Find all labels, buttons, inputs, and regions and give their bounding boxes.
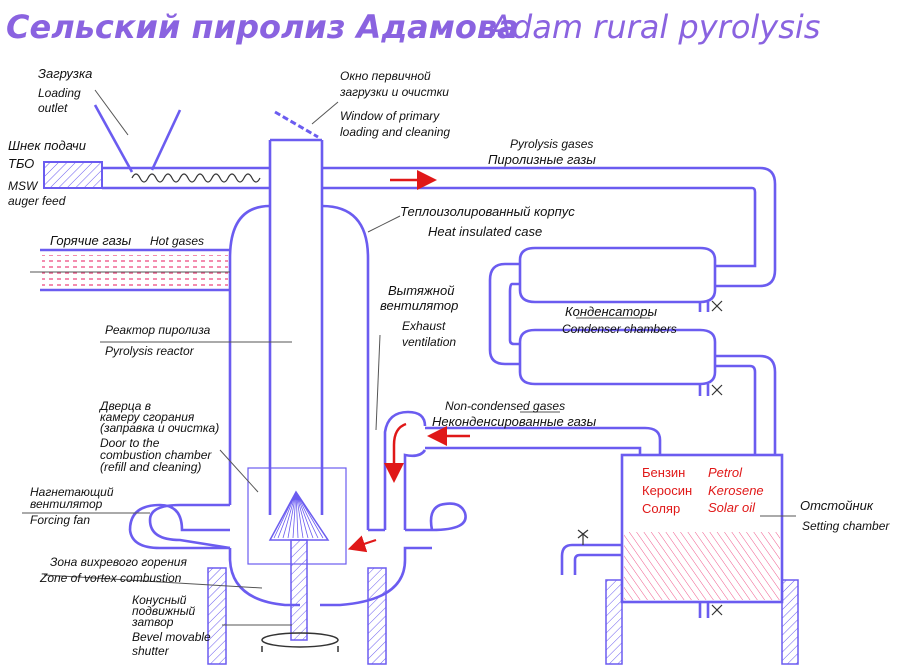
label-loading-en-1: Loading bbox=[38, 86, 81, 100]
label-loading-ru: Загрузка bbox=[38, 66, 92, 81]
hot-gases-duct bbox=[40, 248, 230, 292]
insulated-case bbox=[228, 204, 370, 530]
label-gases-ru: Пиролизные газы bbox=[488, 152, 596, 167]
label-loading-en-2: outlet bbox=[38, 101, 68, 115]
label-shutter-en-1: Bevel movable bbox=[132, 630, 211, 644]
label-door-ru-2: камеру сгорания bbox=[100, 410, 195, 424]
label-window-ru-2: загрузки и очистки bbox=[339, 85, 449, 99]
label-door-en-3: (refill and cleaning) bbox=[100, 460, 201, 474]
combustion-base bbox=[148, 502, 467, 607]
label-window-ru-1: Окно первичной bbox=[340, 69, 431, 83]
label-settling-ru: Отстойник bbox=[800, 498, 874, 513]
settling-chamber bbox=[560, 453, 799, 665]
leader-lines bbox=[22, 89, 796, 626]
noncondensed-pipe bbox=[425, 426, 662, 455]
condenser-lower bbox=[518, 328, 717, 386]
label-product-ru-2: Керосин bbox=[642, 483, 692, 498]
label-shutter-en-2: shutter bbox=[132, 644, 170, 658]
label-exhaust-en-2: ventilation bbox=[402, 335, 456, 349]
label-vortex-ru: Зона вихревого горения bbox=[50, 555, 187, 569]
loading-hopper bbox=[93, 104, 182, 173]
label-product-ru-3: Соляр bbox=[642, 501, 680, 516]
label-door-en-1: Door to the bbox=[100, 436, 160, 450]
label-shutter-ru-2: подвижный bbox=[132, 604, 196, 618]
label-case-en: Heat insulated case bbox=[428, 224, 542, 239]
label-auger-en-2: auger feed bbox=[8, 194, 66, 208]
title-en: Adam rural pyrolysis bbox=[488, 8, 820, 46]
label-exhaust-ru-1: Вытяжной bbox=[388, 283, 454, 298]
label-auger-ru-1: Шнек подачи bbox=[8, 138, 86, 153]
label-auger-en-1: MSW bbox=[8, 179, 39, 193]
label-product-en-3: Solar oil bbox=[708, 500, 756, 515]
shutter-base bbox=[261, 632, 339, 652]
loading-window-lid bbox=[274, 110, 319, 139]
label-hot-ru: Горячие газы bbox=[50, 233, 132, 248]
auger-motor bbox=[43, 161, 103, 189]
condenser-links bbox=[488, 262, 777, 455]
label-fan-en: Forcing fan bbox=[30, 513, 90, 527]
label-reactor-en: Pyrolysis reactor bbox=[105, 344, 195, 358]
label-fan-ru-1: Нагнетающий bbox=[30, 485, 114, 499]
label-shutter-ru-3: затвор bbox=[131, 615, 174, 629]
label-hot-en: Hot gases bbox=[150, 234, 204, 248]
condenser-valve-lower bbox=[698, 384, 723, 396]
vortex-arrow bbox=[347, 535, 377, 553]
label-condensers-en: Condenser chambers bbox=[562, 322, 677, 336]
label-door-ru-1: Дверца в bbox=[98, 399, 151, 413]
label-case-ru: Теплоизолированный корпус bbox=[400, 204, 575, 219]
label-door-ru-3: (заправка и очистка) bbox=[100, 421, 219, 435]
pyrolysis-reactor bbox=[268, 138, 324, 515]
auger-tube bbox=[102, 166, 270, 190]
exhaust-arrow bbox=[384, 422, 407, 483]
label-noncond-en: Non-condensed gases bbox=[445, 399, 565, 413]
label-exhaust-ru-2: вентилятор bbox=[380, 298, 458, 313]
label-noncond-ru: Неконденсированные газы bbox=[432, 414, 597, 429]
label-window-en-2: loading and cleaning bbox=[340, 125, 450, 139]
label-vortex-en: Zone of vortex combustion bbox=[39, 571, 182, 585]
label-fan-ru-2: вентилятор bbox=[30, 497, 103, 511]
condenser-valve-upper bbox=[698, 300, 723, 312]
label-exhaust-en-1: Exhaust bbox=[402, 319, 446, 333]
label-product-ru-1: Бензин bbox=[642, 465, 685, 480]
exhaust-fan bbox=[383, 410, 427, 530]
condenser-upper bbox=[518, 246, 717, 304]
label-door-en-2: combustion chamber bbox=[100, 448, 212, 462]
bevel-cone bbox=[268, 490, 330, 541]
shutter-rod bbox=[290, 539, 308, 641]
leg-right bbox=[367, 567, 387, 665]
forcing-fan bbox=[128, 503, 230, 550]
label-reactor-ru: Реактор пиролиза bbox=[105, 323, 211, 337]
label-gases-en: Pyrolysis gases bbox=[510, 137, 593, 151]
label-shutter-ru-1: Конусный bbox=[132, 593, 187, 607]
label-settling-en: Setting chamber bbox=[802, 519, 890, 533]
label-product-en-1: Petrol bbox=[708, 465, 743, 480]
label-window-en-1: Window of primary bbox=[340, 109, 440, 123]
leg-left bbox=[207, 567, 227, 665]
label-product-en-2: Kerosene bbox=[708, 483, 764, 498]
pyrolysis-gas-pipe bbox=[322, 166, 777, 288]
label-condensers-ru: Конденсаторы bbox=[565, 304, 657, 319]
label-auger-ru-2: ТБО bbox=[8, 156, 34, 171]
title-ru: Сельский пиролиз Адамова bbox=[6, 8, 519, 46]
